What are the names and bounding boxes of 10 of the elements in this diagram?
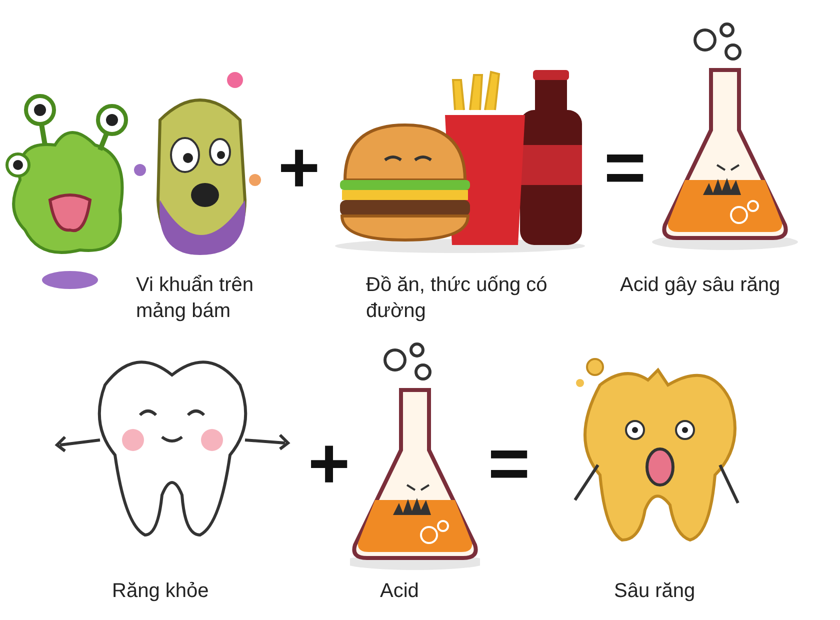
caption: Acid gây sâu răng <box>620 273 782 298</box>
caption: Vi khuẩn trên mảng bám <box>136 273 254 324</box>
plus-sign: + <box>308 428 350 500</box>
caption: Sâu răng <box>614 579 696 604</box>
equals-sign: = <box>488 428 530 500</box>
caption: Răng khỏe <box>112 579 210 604</box>
plus-sign: + <box>278 132 320 204</box>
caption: Đồ ăn, thức uống có đường <box>366 273 548 324</box>
caption: Acid <box>380 579 420 604</box>
equals-sign: = <box>604 132 646 204</box>
